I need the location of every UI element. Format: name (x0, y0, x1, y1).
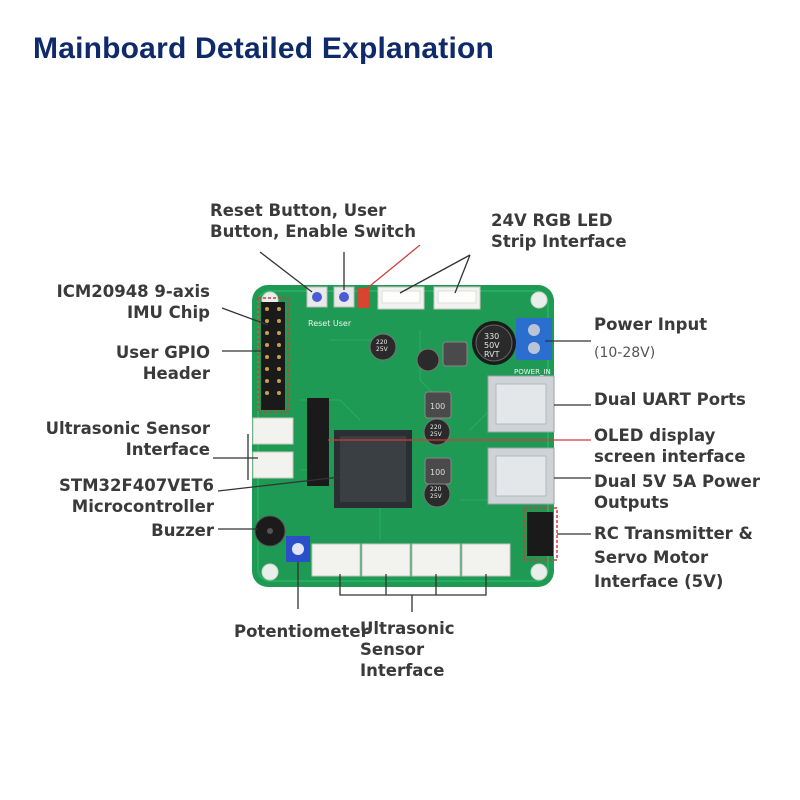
svg-text:100: 100 (430, 468, 445, 477)
inductors: 100 100 (424, 341, 468, 485)
buzzer (254, 515, 286, 547)
label-power-range: (10-28V) (594, 345, 656, 361)
gpio-header (257, 297, 289, 413)
label-buzzer: Buzzer (151, 521, 214, 540)
left-ultrasonic-connectors (252, 417, 294, 479)
svg-text:25V: 25V (430, 493, 443, 500)
svg-text:220: 220 (430, 486, 442, 493)
capacitor-330: 330 50V RVT (472, 321, 516, 365)
red-leader-lines (328, 244, 591, 441)
oled-header (307, 398, 329, 486)
power-input-terminal: POWER_IN (514, 318, 552, 376)
svg-text:25V: 25V (430, 431, 443, 438)
label-potentiometer: Potentiometer (234, 622, 369, 641)
svg-text:100: 100 (430, 402, 445, 411)
svg-text:50V: 50V (484, 341, 500, 350)
svg-text:220: 220 (376, 339, 388, 346)
label-power-input: Power Input (594, 315, 708, 334)
stm32-chip (334, 430, 412, 508)
svg-text:25V: 25V (376, 346, 389, 353)
capacitors-220: 220 25V 220 25V 220 25V (369, 333, 451, 508)
page-title: Mainboard Detailed Explanation (33, 32, 495, 65)
leader-lines (213, 251, 591, 612)
svg-text:330: 330 (484, 332, 499, 341)
svg-text:220: 220 (430, 424, 442, 431)
power-in-silkscreen: POWER_IN (514, 368, 551, 376)
uart-usb-ports (487, 375, 555, 505)
label-uart: Dual UART Ports (594, 390, 746, 409)
svg-text:RVT: RVT (484, 350, 500, 359)
rgb-led-connectors (377, 286, 481, 310)
rc-header (523, 507, 558, 561)
potentiometer (286, 536, 310, 562)
reset-user-silkscreen: Reset User (308, 319, 352, 328)
